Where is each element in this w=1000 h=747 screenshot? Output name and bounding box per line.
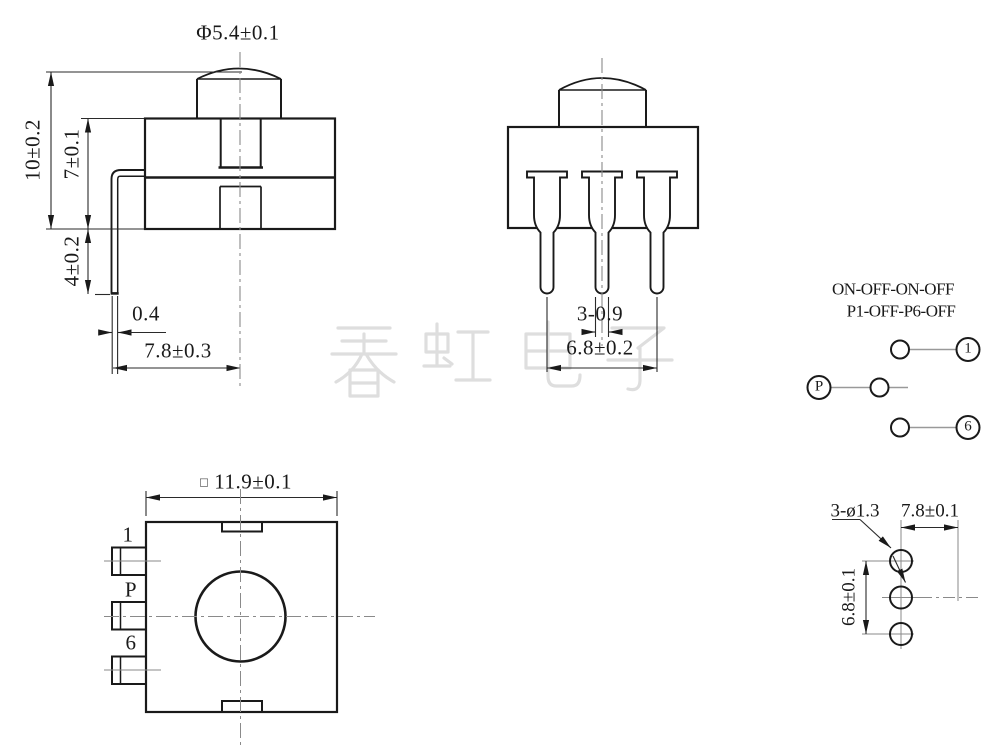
dim-top-body-size-value: 11.9±0.1 bbox=[214, 469, 293, 494]
pcb-hole-6 bbox=[889, 622, 913, 646]
dim-top-body-size: □ 11.9±0.1 bbox=[199, 469, 293, 494]
dim-button-diameter: Φ5.4±0.1 bbox=[196, 20, 280, 45]
dim-pin-count-width: 3-0.9 bbox=[576, 301, 624, 326]
dim-outer-pin-span: 6.8±0.2 bbox=[566, 335, 634, 360]
schematic-wires bbox=[831, 348, 956, 429]
top-pin-label-6: 6 bbox=[125, 630, 137, 655]
square-symbol: □ bbox=[199, 474, 209, 490]
dim-body-height: 7±0.1 bbox=[59, 128, 84, 180]
schematic-terminal-1-label: 1 bbox=[964, 340, 972, 357]
watermark-glyphs bbox=[330, 320, 674, 398]
schematic-circuit bbox=[806, 337, 981, 440]
pcb-hole-layout bbox=[832, 518, 978, 649]
top-view bbox=[104, 489, 375, 746]
front-bent-pin bbox=[110, 169, 145, 293]
terminal-circle-6 bbox=[955, 415, 981, 440]
terminal-circle-p bbox=[806, 375, 832, 400]
watermark-char-2 bbox=[422, 322, 492, 382]
schematic-terminal-p-label: P bbox=[814, 378, 824, 395]
side-pins bbox=[526, 170, 678, 295]
dim-total-height: 10±0.2 bbox=[20, 119, 45, 181]
schematic-function-line1: ON-OFF-ON-OFF bbox=[832, 279, 954, 299]
side-view bbox=[506, 58, 700, 372]
pcb-horizontal-offset: 7.8±0.1 bbox=[901, 500, 959, 522]
pcb-vertical-span: 6.8±0.1 bbox=[838, 568, 860, 626]
watermark-char-1 bbox=[330, 326, 398, 398]
dim-pin-length: 4±0.2 bbox=[59, 235, 84, 287]
top-pin-p bbox=[111, 601, 147, 631]
dim-pin-to-center: 7.8±0.3 bbox=[144, 338, 212, 363]
front-view bbox=[46, 52, 337, 386]
contact-node-6 bbox=[890, 417, 910, 438]
schematic-terminal-6-label: 6 bbox=[964, 418, 972, 435]
schematic-function-line2: P1-OFF-P6-OFF bbox=[846, 301, 956, 321]
watermark-char-4 bbox=[606, 326, 674, 392]
pcb-hole-spec: 3-ø1.3 bbox=[830, 500, 880, 522]
top-pin-label-1: 1 bbox=[122, 522, 134, 547]
terminal-circle-1 bbox=[955, 337, 981, 362]
dim-pin-thickness: 0.4 bbox=[132, 301, 160, 326]
pcb-hole-p bbox=[889, 585, 913, 610]
contact-node-1 bbox=[890, 339, 910, 360]
contact-node-p bbox=[869, 377, 890, 398]
top-pin-label-p: P bbox=[124, 577, 138, 602]
